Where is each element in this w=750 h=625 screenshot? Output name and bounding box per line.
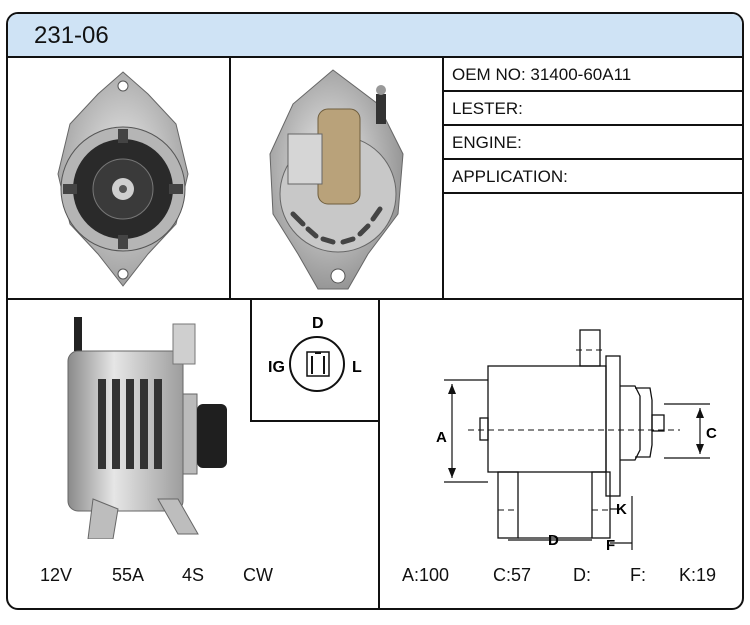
product-spec-card: 231-06 OEM NO: 31400-60A11 LESTER: ENGIN… <box>6 12 744 610</box>
dimension-k-value: K:19 <box>679 565 717 585</box>
rotation-rating: CW <box>243 565 273 585</box>
connector-diagram: D IG L <box>268 315 362 392</box>
dimension-a-marker: A <box>436 429 447 446</box>
spec-row-engine: ENGINE: <box>444 126 742 160</box>
engine-label: ENGINE: <box>452 133 522 152</box>
terminal-l-label: L <box>352 359 362 376</box>
pulley-groove-rating: 4S <box>182 565 205 585</box>
terminal-d-label: D <box>312 315 324 332</box>
divider-vertical-bottom-2 <box>378 298 380 608</box>
divider-vertical-top-2 <box>442 58 444 298</box>
voltage-rating: 12V <box>40 565 73 585</box>
divider-vertical-top-1 <box>229 58 231 298</box>
divider-vertical-bottom-1 <box>250 298 252 422</box>
alternator-side-photo <box>67 317 227 539</box>
dimension-d-marker: D <box>548 532 559 549</box>
connector-box-bottom <box>250 420 380 422</box>
spec-row-oem: OEM NO: 31400-60A11 <box>444 58 742 92</box>
alternator-rear-photo <box>269 69 404 290</box>
lester-label: LESTER: <box>452 99 523 118</box>
dimension-c-value: C:57 <box>493 565 532 585</box>
alternator-front-photo <box>57 71 189 287</box>
dimension-a-value: A:100 <box>402 565 450 585</box>
oem-number: OEM NO: 31400-60A11 <box>452 65 632 84</box>
connector-terminal-block <box>306 351 330 377</box>
dimension-d-value: D: <box>573 565 591 585</box>
dimension-f-value: F: <box>630 565 646 585</box>
spec-row-lester: LESTER: <box>444 92 742 126</box>
divider-horizontal-main <box>8 298 742 300</box>
dimension-c-marker: C <box>706 425 717 442</box>
application-label: APPLICATION: <box>452 167 568 186</box>
dimension-diagram: A C D F K <box>436 329 717 550</box>
dimension-k-marker: K <box>616 501 627 518</box>
terminal-ig-label: IG <box>268 359 285 376</box>
part-number: 231-06 <box>34 22 109 49</box>
dimension-f-marker: F <box>606 537 615 550</box>
spec-row-application: APPLICATION: <box>444 160 742 194</box>
header-bar: 231-06 <box>8 14 742 58</box>
amperage-rating: 55A <box>112 565 145 585</box>
